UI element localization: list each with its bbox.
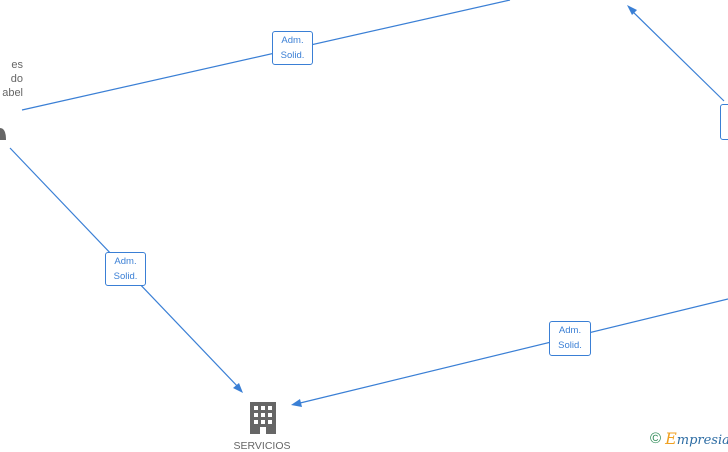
edge-label-top: Adm. Solid. xyxy=(272,31,313,65)
edge-label-left-line2: Solid. xyxy=(113,271,138,282)
company-label[interactable]: SERVICIOS xyxy=(233,440,291,452)
edge-label-bottom-right-line2: Solid. xyxy=(558,340,582,351)
edge-label-left: Adm. Solid. xyxy=(105,252,146,286)
person-icon xyxy=(0,128,6,140)
edge-top-line xyxy=(21,0,511,111)
person-name-line-1: es xyxy=(11,59,23,71)
person-name-line-3: abel xyxy=(2,87,23,99)
edge-label-bottom-right-line1: Adm. xyxy=(558,325,582,336)
brand-watermark[interactable]: © Empresia xyxy=(650,429,728,448)
copyright-icon: © xyxy=(650,430,662,447)
edge-bottom-right-arrow xyxy=(291,399,302,407)
person-name-line-2: do xyxy=(10,73,23,85)
edge-label-top-line1: Adm. xyxy=(281,35,304,46)
building-icon xyxy=(250,402,276,434)
edge-label-left-line1: Adm. xyxy=(114,256,137,267)
brand-rest: mpresia xyxy=(676,433,728,448)
person-name[interactable]: es do abel xyxy=(0,58,23,100)
edge-label-right xyxy=(720,104,728,140)
edge-bottom-right-line xyxy=(295,298,728,405)
edge-right-arrow xyxy=(627,5,637,15)
edge-right-line xyxy=(629,8,725,102)
edge-label-bottom-right: Adm. Solid. xyxy=(549,321,591,356)
edge-label-top-line2: Solid. xyxy=(280,50,305,61)
brand-initial: E xyxy=(665,429,677,448)
brand-name: Empresia xyxy=(665,429,728,448)
edge-left-arrow xyxy=(233,383,243,393)
